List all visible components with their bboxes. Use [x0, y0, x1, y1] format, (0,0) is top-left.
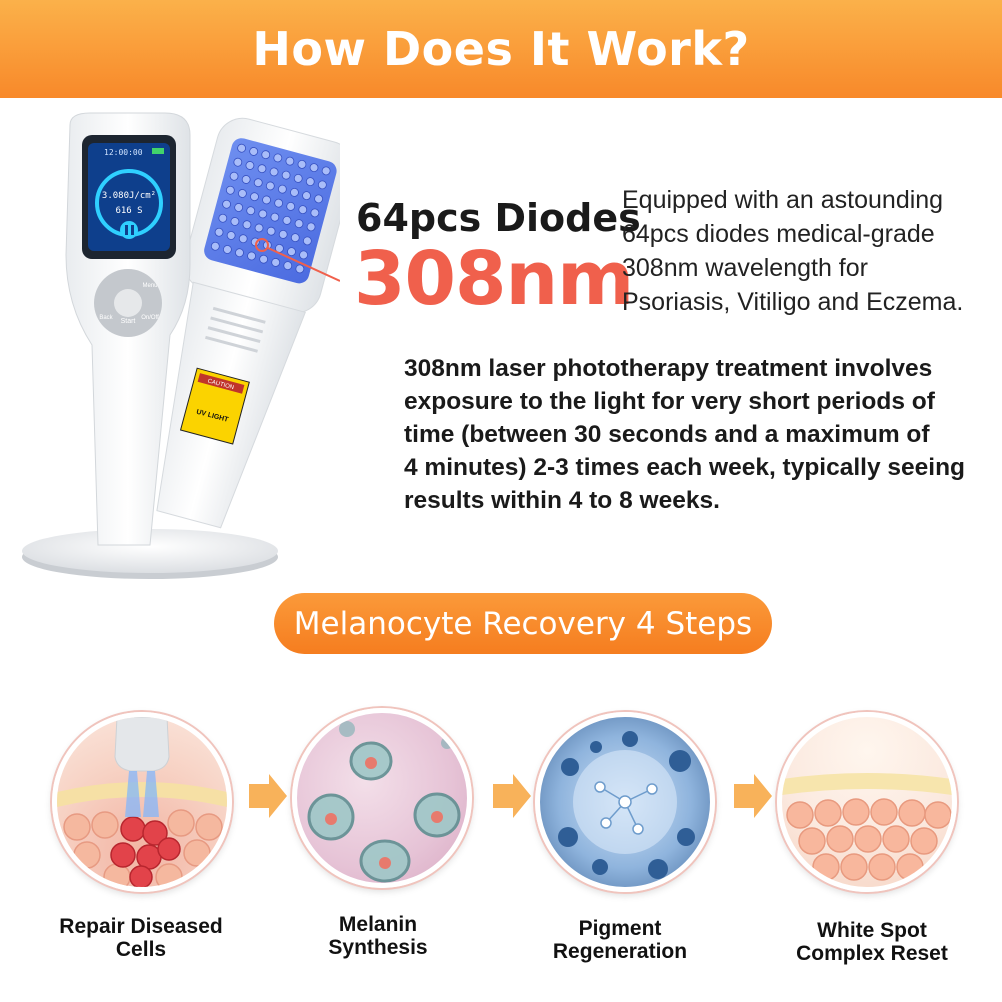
step-2-image — [292, 708, 472, 888]
diode — [214, 227, 224, 237]
step-4-label: White Spot Complex Reset — [796, 919, 948, 965]
diode — [294, 219, 304, 229]
diode — [233, 157, 243, 167]
device-image: CAUTION UV LIGHT 12:00:00 3.080J/cm² 616… — [22, 112, 355, 579]
diode — [309, 163, 319, 173]
diode — [210, 241, 220, 251]
back-btn-label: Back — [99, 315, 113, 321]
diode — [254, 223, 264, 233]
diode — [269, 167, 279, 177]
diode — [281, 170, 291, 180]
diode — [306, 222, 316, 232]
diode — [247, 251, 256, 261]
screen-seconds: 616 S — [115, 206, 142, 216]
steps-title-pill: Melanocyte Recovery 4 Steps — [274, 593, 772, 654]
diode — [282, 216, 292, 225]
diode — [257, 164, 267, 174]
diode — [226, 231, 236, 240]
treatment-line: exposure to the light for very short per… — [404, 388, 935, 415]
diode — [266, 226, 276, 236]
wavelength-heading: 308nm — [354, 236, 634, 322]
diode — [317, 180, 327, 190]
device-illustration: CAUTION UV LIGHT 12:00:00 3.080J/cm² 616… — [0, 105, 355, 590]
diode — [278, 230, 288, 239]
diode — [246, 206, 256, 216]
diode — [277, 184, 287, 194]
treatment-line: 308nm laser phototherapy treatment invol… — [404, 355, 933, 382]
diode — [321, 166, 331, 176]
diode — [274, 198, 284, 208]
step-1-label: Repair Diseased Cells — [59, 915, 223, 961]
menu-btn-label: Menu — [142, 283, 157, 289]
diode — [293, 173, 303, 183]
diode — [290, 233, 300, 243]
diode — [253, 178, 263, 188]
page-title: How Does It Work? — [252, 22, 750, 76]
diode — [259, 254, 269, 264]
diode — [287, 247, 296, 257]
step-arrow-3 — [734, 774, 772, 818]
diode-grid — [210, 143, 331, 274]
diode — [297, 159, 307, 169]
diodes-heading: 64pcs Diodes — [356, 196, 641, 240]
diode — [314, 194, 324, 204]
diode — [265, 181, 275, 191]
diode — [225, 185, 235, 195]
diode — [258, 209, 268, 219]
header-banner: How Does It Work? — [0, 0, 1002, 98]
diode — [262, 195, 271, 205]
diode — [238, 234, 248, 244]
step-2-label: Melanin Synthesis — [328, 913, 428, 959]
screen-dose: 3.080J/cm² — [102, 191, 156, 201]
steps-title: Melanocyte Recovery 4 Steps — [293, 605, 753, 642]
feature-line: 64pcs diodes medical-grade — [622, 220, 935, 248]
treatment-line: results within 4 to 8 weeks. — [404, 487, 720, 514]
diode — [245, 161, 255, 170]
diode — [302, 236, 312, 246]
diode — [273, 153, 283, 163]
step-4-image — [777, 712, 957, 892]
step-3-label: Pigment Regeneration — [552, 917, 688, 963]
diode — [290, 187, 299, 197]
treatment-line: 4 minutes) 2-3 times each week, typicall… — [404, 454, 966, 481]
diode — [250, 192, 259, 202]
feature-line: 308nm wavelength for — [622, 254, 868, 282]
diode — [302, 191, 311, 201]
start-btn-label: Start — [121, 318, 136, 325]
diode — [299, 250, 308, 260]
diode — [310, 208, 320, 218]
diode — [230, 217, 240, 226]
onoff-btn-label: On/Off — [141, 315, 159, 321]
diode — [238, 189, 247, 198]
diode — [298, 205, 308, 215]
diode — [261, 150, 271, 160]
feature-line: Psoriasis, Vitiligo and Eczema. — [622, 288, 964, 316]
diode — [271, 258, 281, 267]
diode — [235, 248, 244, 258]
step-3-image — [535, 712, 715, 892]
diode — [305, 177, 315, 187]
diode — [270, 212, 280, 222]
diode — [283, 261, 293, 271]
diode — [295, 264, 305, 274]
step-arrow-2 — [493, 774, 531, 818]
diode — [218, 213, 228, 223]
step-1-image — [52, 712, 232, 892]
diode — [241, 175, 251, 184]
feature-line: Equipped with an astounding — [622, 186, 944, 214]
screen-time: 12:00:00 — [104, 148, 143, 157]
diode — [242, 220, 252, 230]
diode — [234, 203, 244, 212]
diode — [285, 156, 295, 166]
diode — [249, 147, 259, 156]
diode — [237, 143, 246, 153]
treatment-line: time (between 30 seconds and a maximum o… — [404, 421, 930, 448]
diode — [229, 171, 239, 181]
feature-description: Equipped with an astounding 64pcs diodes… — [622, 183, 992, 319]
diode — [222, 245, 232, 254]
diode — [286, 202, 296, 211]
diode — [222, 199, 231, 209]
treatment-paragraph: 308nm laser phototherapy treatment invol… — [404, 352, 994, 517]
step-arrow-1 — [249, 774, 287, 818]
